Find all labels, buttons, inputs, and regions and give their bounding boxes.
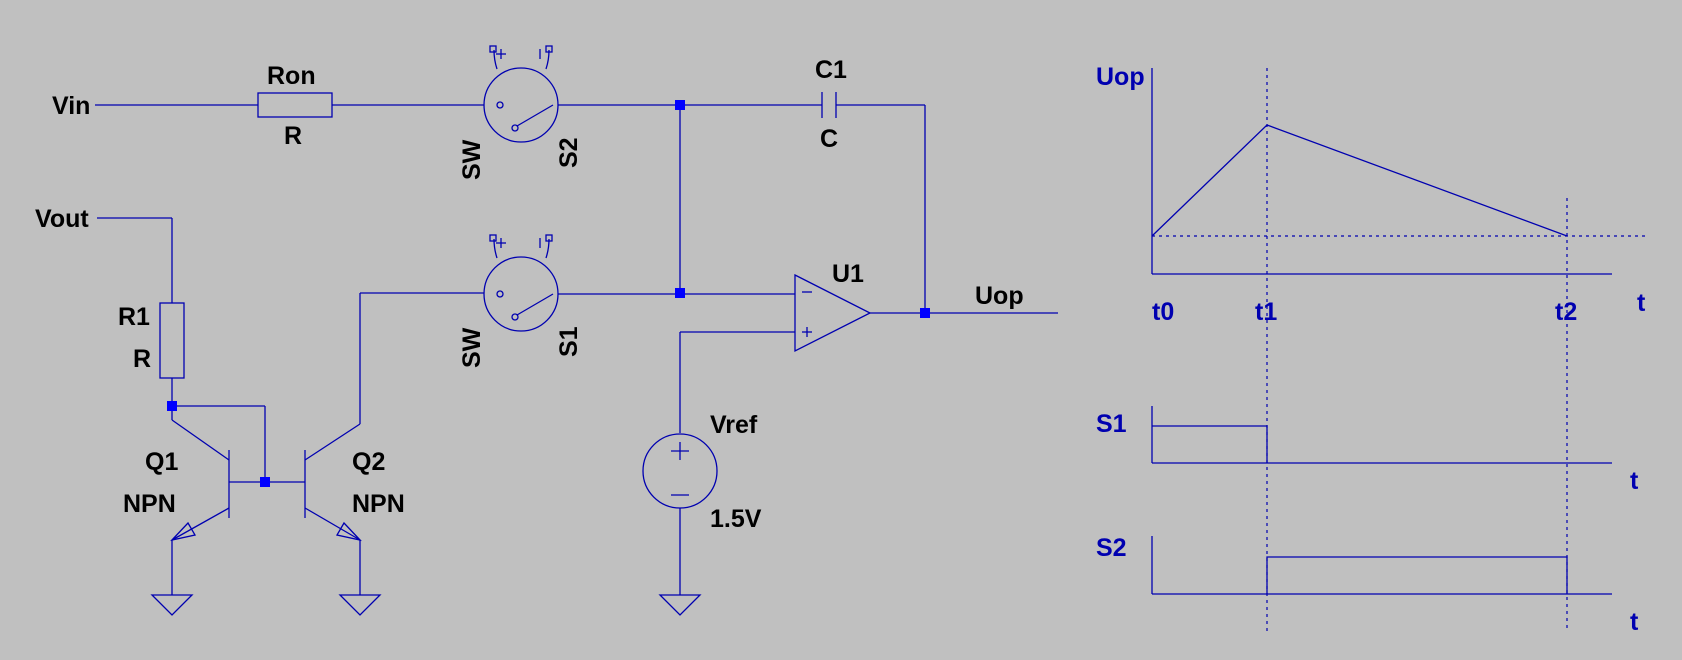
timing-t-axis-label: t xyxy=(1637,289,1646,317)
timing-uop-plot xyxy=(1151,68,1645,275)
label-s1-name: S1 xyxy=(555,326,583,357)
label-c1-name: C1 xyxy=(815,56,847,84)
label-s2-name: S2 xyxy=(555,137,583,168)
timing-t-axis-label: t xyxy=(1630,467,1639,495)
label-vout: Vout xyxy=(35,205,89,233)
label-q1-type: NPN xyxy=(123,490,176,518)
transistor-q2[interactable] xyxy=(265,292,484,595)
label-vin: Vin xyxy=(52,92,90,120)
vref-wire xyxy=(679,331,795,595)
label-q1-name: Q1 xyxy=(145,448,178,476)
switch-s1[interactable] xyxy=(483,234,559,332)
voltage-source-vref[interactable] xyxy=(642,433,718,509)
junction-dot xyxy=(920,308,930,318)
transistor-q1[interactable] xyxy=(170,406,265,595)
timing-s2-label: S2 xyxy=(1096,534,1127,562)
opamp-u1[interactable] xyxy=(794,273,872,353)
label-r1-name: R1 xyxy=(118,303,150,331)
ground-icon xyxy=(338,594,382,616)
junction-dot xyxy=(167,401,177,411)
label-r1-value: R xyxy=(133,345,151,373)
vout-wire xyxy=(97,217,266,482)
timing-s1-label: S1 xyxy=(1096,410,1127,438)
junction-dot xyxy=(675,288,685,298)
label-s1-type: SW xyxy=(458,327,486,368)
timing-t2-label: t2 xyxy=(1555,298,1577,326)
ground-icon xyxy=(658,594,702,616)
label-u1-name: U1 xyxy=(832,260,864,288)
resistor-r1[interactable] xyxy=(159,302,185,379)
label-vref-name: Vref xyxy=(710,411,758,439)
s2-to-c1-wire xyxy=(558,104,926,313)
junction-dot xyxy=(260,477,270,487)
timing-uop-label: Uop xyxy=(1096,63,1145,91)
label-s2-type: SW xyxy=(458,139,486,180)
junction-dot xyxy=(675,100,685,110)
timing-t1-label: t1 xyxy=(1255,298,1277,326)
timing-s1-plot xyxy=(1151,406,1612,464)
switch-s2[interactable] xyxy=(483,45,559,143)
label-c1-value: C xyxy=(820,125,838,153)
label-uop-net: Uop xyxy=(975,282,1024,310)
timing-t-axis-label: t xyxy=(1630,608,1639,636)
timing-t0-label: t0 xyxy=(1152,298,1174,326)
label-ron-value: R xyxy=(284,122,302,150)
ground-icon xyxy=(150,594,194,616)
capacitor-c1[interactable] xyxy=(821,92,837,118)
label-q2-name: Q2 xyxy=(352,448,385,476)
resistor-ron[interactable] xyxy=(257,92,333,118)
label-ron-name: Ron xyxy=(267,62,316,90)
timing-s2-plot xyxy=(1151,536,1612,595)
label-vref-value: 1.5V xyxy=(710,505,762,533)
label-q2-type: NPN xyxy=(352,490,405,518)
